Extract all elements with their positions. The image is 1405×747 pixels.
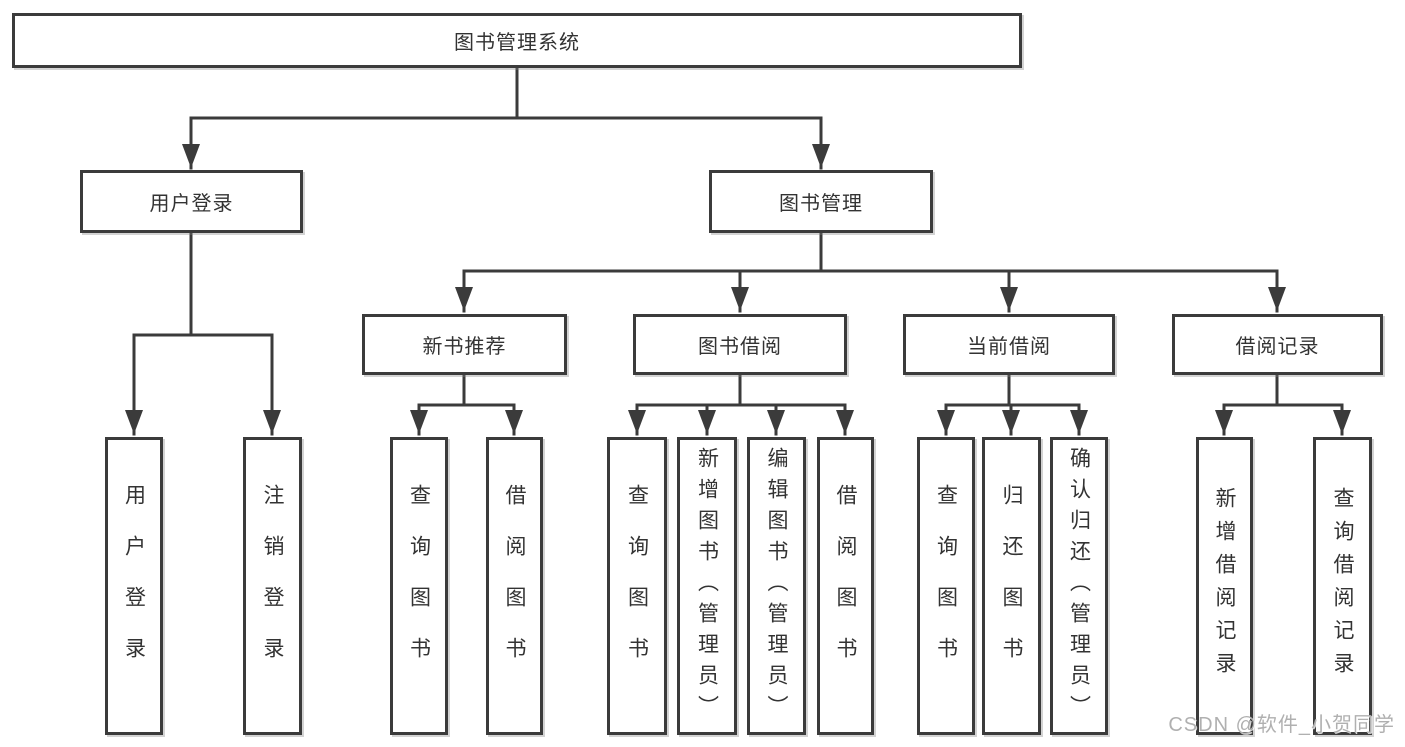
csdn-watermark: CSDN @软件_小贺同学: [1168, 714, 1395, 736]
leaf-label: 查询图书: [625, 484, 649, 688]
node-leaf-rec-borrow-books: 借阅图书: [486, 437, 543, 735]
leaf-label: 查询借阅记录: [1331, 487, 1354, 685]
node-new-book-recommendation: 新书推荐: [362, 314, 567, 375]
leaf-label: 借阅图书: [834, 484, 857, 688]
leaf-label: 新增图书（管理员）: [695, 446, 719, 726]
node-leaf-current-query-books: 查询图书: [917, 437, 975, 735]
leaf-label: 注销登录: [261, 484, 284, 688]
node-user-login: 用户登录: [80, 170, 303, 233]
leaf-label: 确认归还（管理员）: [1067, 446, 1091, 726]
leaf-label: 归还图书: [1000, 484, 1023, 688]
leaf-label: 查询图书: [407, 484, 431, 688]
leaf-label: 借阅图书: [503, 484, 526, 688]
leaf-label: 新增借阅记录: [1213, 487, 1236, 685]
leaf-label: 用户登录: [122, 484, 146, 688]
node-leaf-records-add-borrow-record: 新增借阅记录: [1196, 437, 1253, 735]
node-leaf-records-query-borrow-record: 查询借阅记录: [1313, 437, 1372, 735]
node-leaf-borrow-add-books-admin: 新增图书（管理员）: [677, 437, 737, 735]
node-leaf-current-confirm-return-admin: 确认归还（管理员）: [1050, 437, 1108, 735]
node-borrowing-records: 借阅记录: [1172, 314, 1383, 375]
node-current-borrowing: 当前借阅: [903, 314, 1115, 375]
node-book-management: 图书管理: [709, 170, 933, 233]
leaf-label: 查询图书: [934, 484, 958, 688]
node-leaf-user-login: 用户登录: [105, 437, 163, 735]
node-library-management-system: 图书管理系统: [12, 13, 1022, 68]
leaf-label: 编辑图书（管理员）: [765, 446, 788, 726]
node-leaf-rec-query-books: 查询图书: [390, 437, 448, 735]
node-book-borrowing: 图书借阅: [633, 314, 847, 375]
node-leaf-borrow-query-books: 查询图书: [607, 437, 667, 735]
node-leaf-borrow-borrow-books: 借阅图书: [817, 437, 874, 735]
node-leaf-logout: 注销登录: [243, 437, 302, 735]
node-leaf-current-return-books: 归还图书: [982, 437, 1041, 735]
node-leaf-borrow-edit-books-admin: 编辑图书（管理员）: [747, 437, 806, 735]
